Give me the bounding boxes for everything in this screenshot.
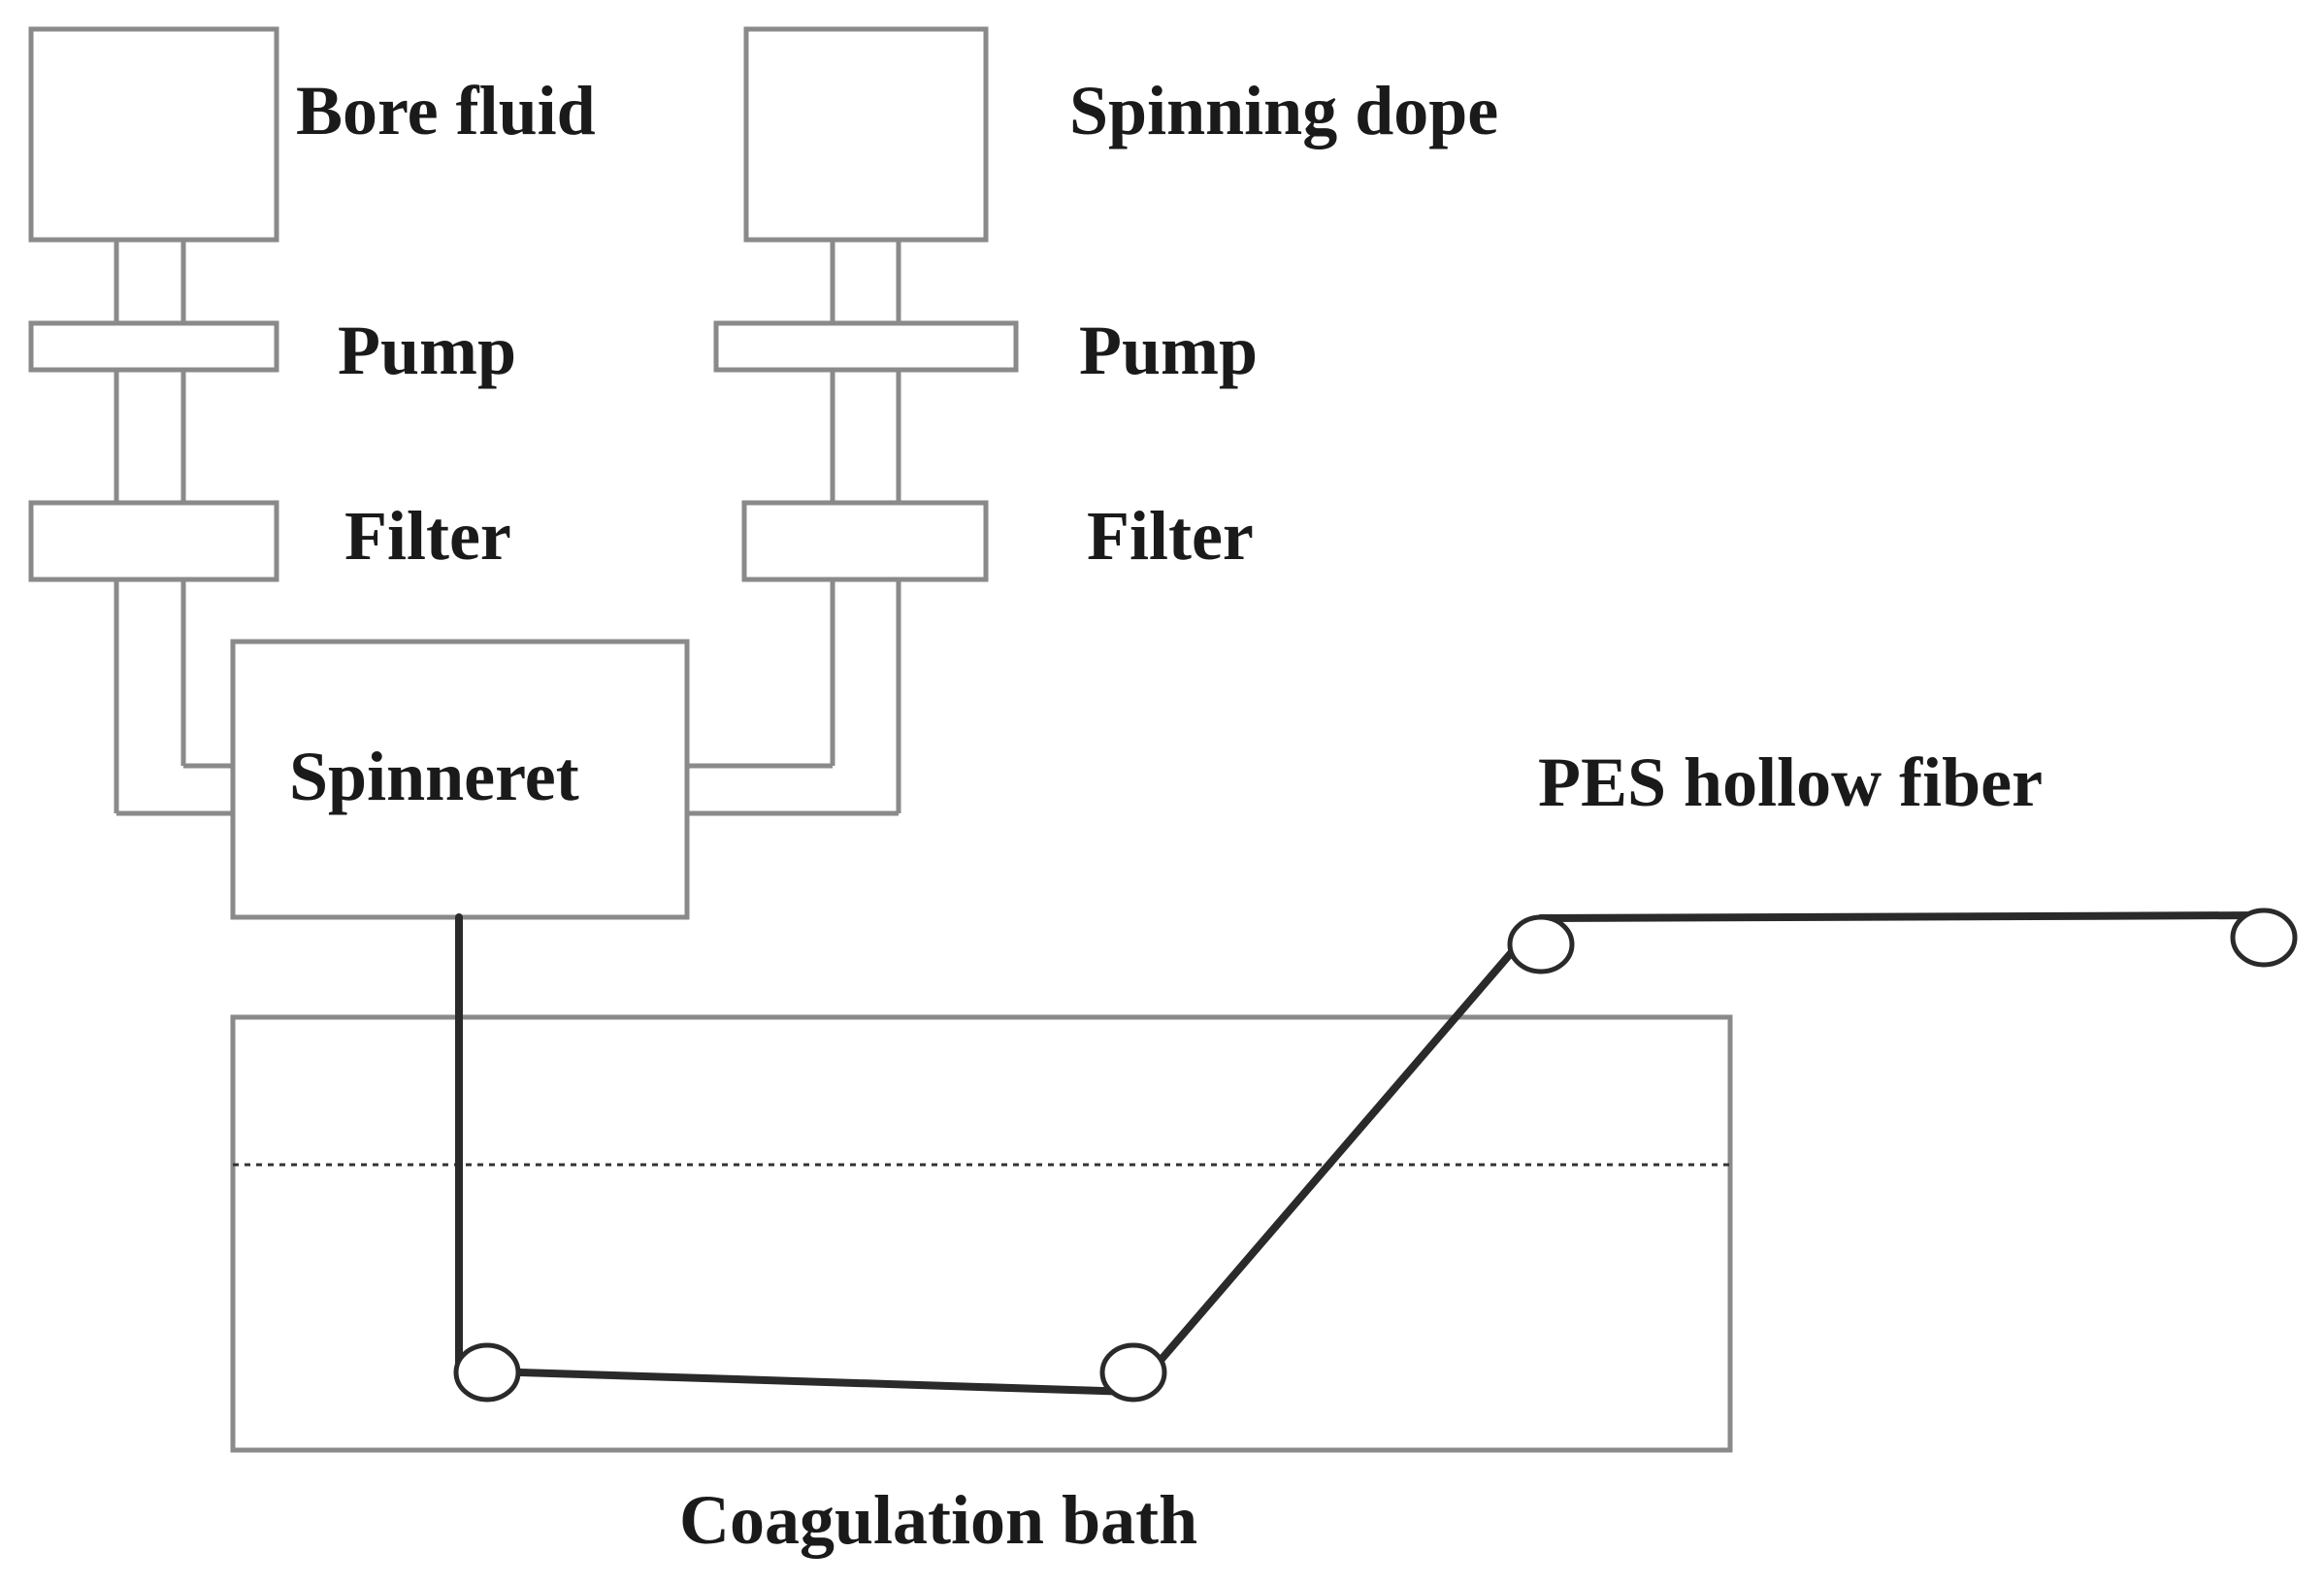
fiber-path-takeup bbox=[1537, 911, 2268, 922]
bore-fluid-filter bbox=[28, 500, 279, 582]
label-pes-hollow-fiber: PES hollow fiber bbox=[1538, 743, 2043, 821]
roller-4 bbox=[2230, 908, 2298, 968]
spinning-dope-filter bbox=[741, 500, 989, 582]
label-bore-fluid: Bore fluid bbox=[296, 72, 596, 149]
roller-2 bbox=[1099, 1342, 1167, 1403]
spinning-dope-tank bbox=[743, 26, 989, 243]
label-pump-left: Pump bbox=[338, 312, 516, 389]
label-pump-right: Pump bbox=[1079, 312, 1258, 389]
label-coagulation-bath: Coagulation bath bbox=[679, 1481, 1197, 1559]
bore-fluid-tank bbox=[28, 26, 279, 243]
label-filter-right: Filter bbox=[1087, 497, 1254, 575]
spinneret-box bbox=[230, 639, 690, 920]
label-spinneret: Spinneret bbox=[289, 738, 579, 815]
roller-3 bbox=[1507, 914, 1575, 974]
label-spinning-dope: Spinning dope bbox=[1069, 72, 1498, 149]
bore-fluid-pump bbox=[28, 320, 279, 373]
roller-1 bbox=[453, 1342, 521, 1403]
bore-fluid-line bbox=[28, 26, 279, 816]
spinning-dope-line bbox=[687, 26, 1019, 816]
label-filter-left: Filter bbox=[344, 497, 511, 575]
fiber-path-rising bbox=[1129, 914, 1545, 1396]
spinning-dope-pump bbox=[713, 320, 1019, 373]
